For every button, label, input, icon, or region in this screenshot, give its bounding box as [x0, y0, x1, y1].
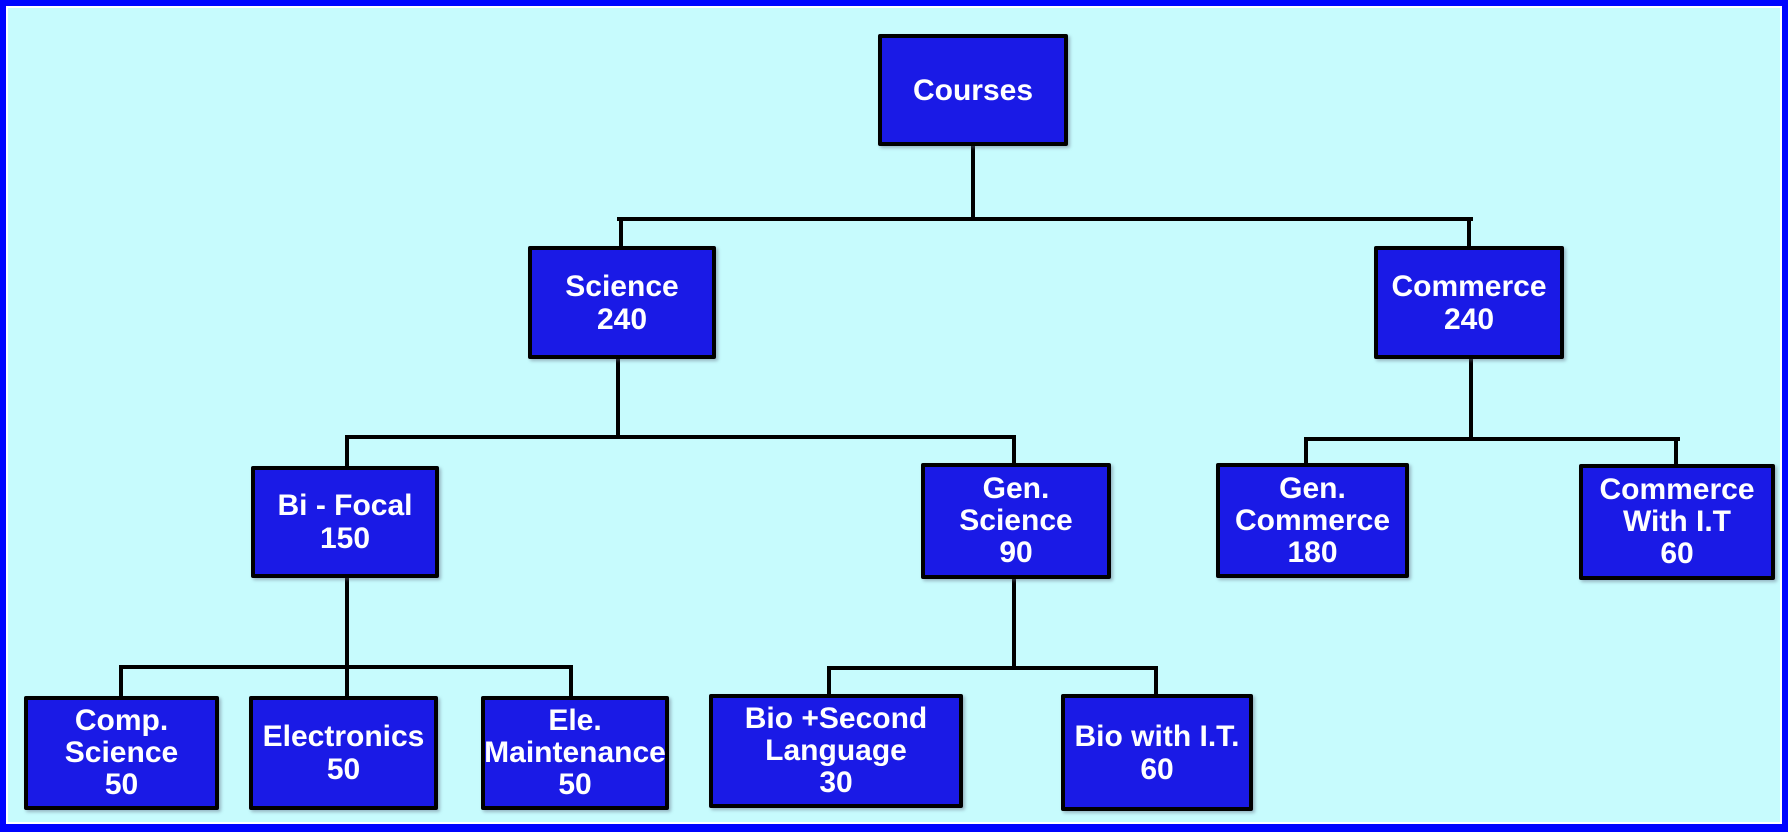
node-courses: Courses — [878, 34, 1068, 146]
connector-to-commerce — [1467, 217, 1471, 248]
node-count: 50 — [104, 768, 139, 801]
connector-commerce-rail — [1304, 437, 1680, 441]
node-bio-with-it: Bio with I.T. 60 — [1061, 694, 1253, 811]
connector-bifocal-rail — [119, 665, 573, 669]
node-bio-second-language: Bio +Second Language 30 — [709, 694, 963, 808]
connector-to-ele-maintenance — [569, 665, 573, 698]
node-commerce: Commerce 240 — [1374, 246, 1564, 359]
connector-to-bio-second-language — [827, 666, 831, 696]
node-count: 60 — [1660, 537, 1694, 570]
node-count: 180 — [1287, 535, 1338, 569]
connector-to-comp-science — [119, 665, 123, 698]
node-label: Ele. — [548, 704, 602, 737]
node-count: 150 — [319, 522, 371, 555]
node-label: Gen. — [1279, 471, 1346, 505]
node-gen-commerce: Gen. Commerce 180 — [1216, 463, 1409, 578]
node-count: 90 — [999, 536, 1033, 569]
node-label: Science — [959, 504, 1073, 537]
connector-to-science — [619, 217, 623, 248]
node-count: 60 — [1140, 752, 1174, 786]
node-label: Science — [64, 736, 179, 769]
node-count: 30 — [819, 766, 853, 799]
node-bifocal: Bi - Focal 150 — [251, 466, 439, 578]
node-comp-science: Comp. Science 50 — [24, 696, 219, 810]
connector-to-bifocal — [345, 435, 349, 468]
connector-gen-science-rail — [827, 666, 1158, 670]
connector-commerce-stem — [1469, 359, 1473, 441]
connector-science-rail — [345, 435, 1016, 439]
connector-gen-science-stem — [1012, 579, 1016, 668]
connector-courses-stem — [971, 146, 975, 220]
node-label: Science — [565, 269, 679, 303]
node-label: Language — [765, 734, 907, 767]
node-count: 240 — [1443, 302, 1495, 336]
connector-level1-rail — [617, 217, 1473, 221]
connector-to-commerce-with-it — [1674, 437, 1678, 466]
node-count: 240 — [596, 302, 648, 336]
node-label: Maintenance — [484, 736, 666, 769]
node-label: Bio +Second — [744, 702, 928, 735]
node-label: Courses — [912, 73, 1034, 107]
connector-to-bio-with-it — [1154, 666, 1158, 696]
node-label: Commerce — [1234, 503, 1391, 537]
node-count: 50 — [326, 753, 361, 786]
connector-science-stem — [616, 359, 620, 439]
node-label: Commerce — [1391, 269, 1547, 303]
node-label: Electronics — [262, 720, 425, 753]
node-ele-maintenance: Ele. Maintenance 50 — [481, 696, 669, 810]
node-label: Commerce — [1599, 473, 1755, 506]
node-science: Science 240 — [528, 246, 716, 359]
connector-to-gen-commerce — [1304, 437, 1308, 465]
node-label: Comp. — [74, 704, 169, 737]
node-count: 50 — [558, 768, 592, 801]
node-gen-science: Gen. Science 90 — [921, 463, 1111, 579]
connector-bifocal-stem — [345, 578, 349, 698]
node-label: Gen. — [982, 472, 1050, 505]
node-label: With I.T — [1622, 505, 1732, 538]
node-commerce-with-it: Commerce With I.T 60 — [1579, 464, 1775, 580]
connector-to-gen-science — [1012, 435, 1016, 465]
node-label: Bi - Focal — [277, 489, 413, 522]
node-label: Bio with I.T. — [1074, 719, 1240, 753]
node-electronics: Electronics 50 — [249, 696, 438, 810]
